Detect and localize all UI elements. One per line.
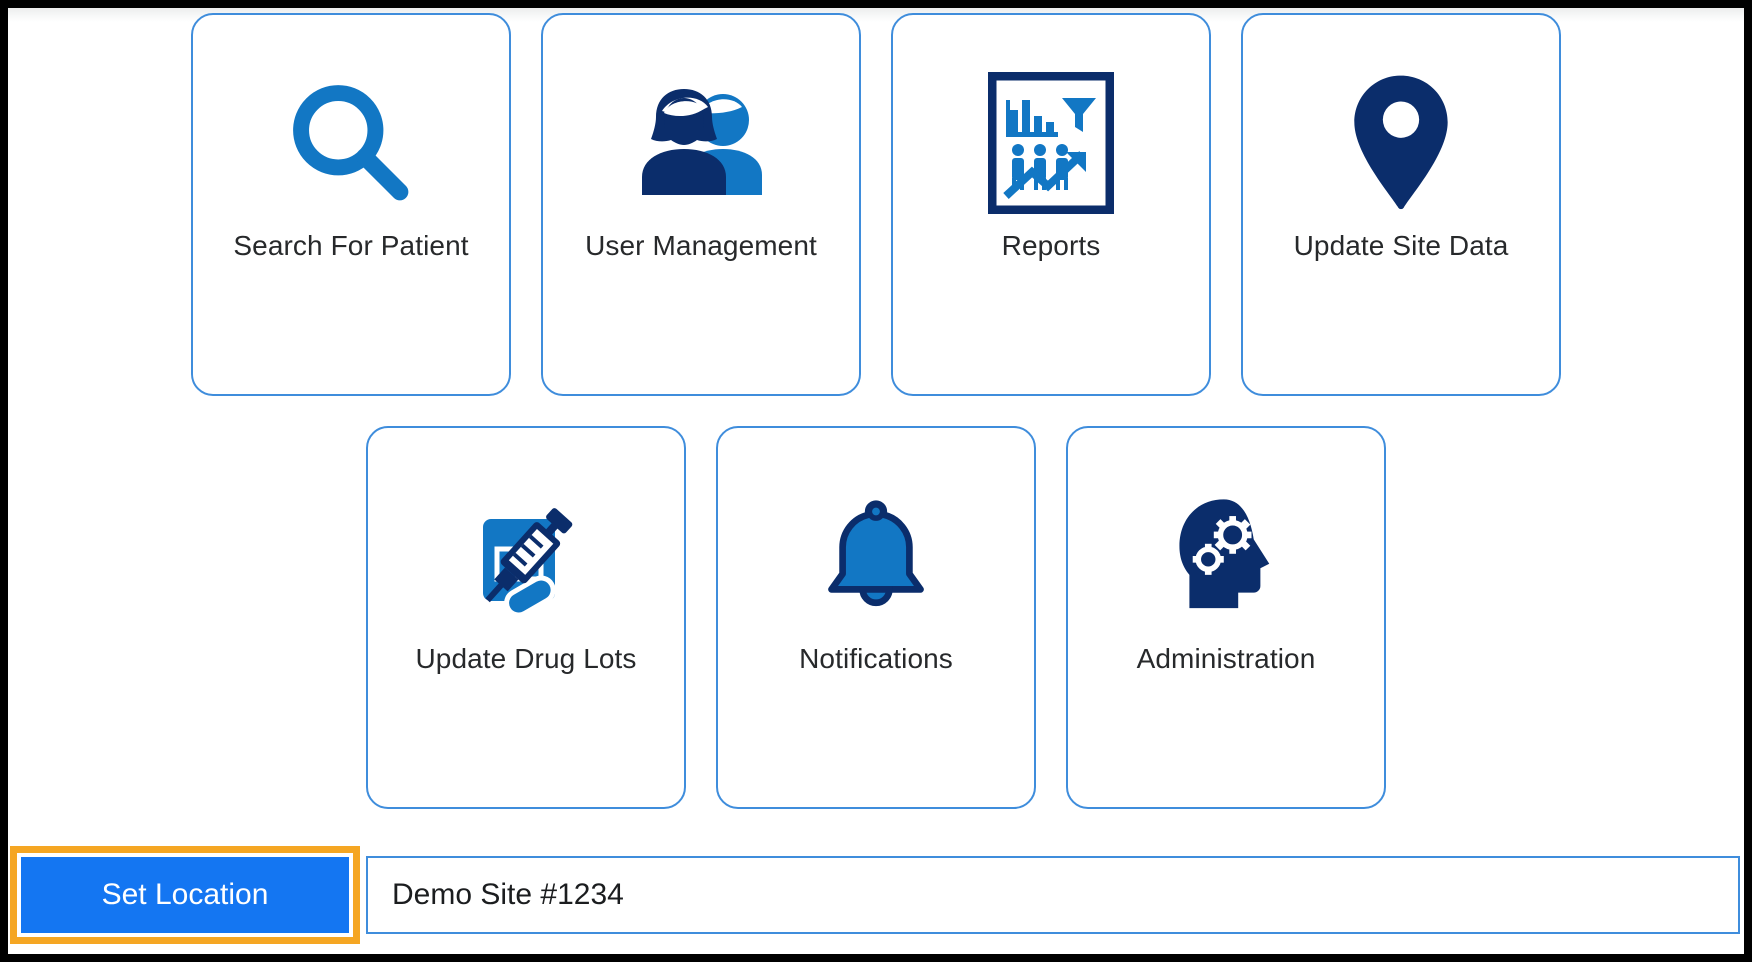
application-frame: Search For Patient (8, 8, 1744, 954)
tile-notifications[interactable]: Notifications (716, 426, 1036, 809)
tile-row-1: Search For Patient (8, 13, 1744, 396)
tile-user-management[interactable]: User Management (541, 13, 861, 396)
report-document-icon (988, 55, 1114, 230)
tile-label-notifications: Notifications (799, 643, 953, 674)
tile-label-update-site-data: Update Site Data (1293, 230, 1509, 261)
tile-update-drug-lots[interactable]: Update Drug Lots (366, 426, 686, 809)
tile-label-user-management: User Management (585, 230, 817, 261)
location-bar: Set Location (8, 836, 1744, 954)
magnifier-icon (283, 55, 419, 230)
tile-search-for-patient[interactable]: Search For Patient (191, 13, 511, 396)
vial-syringe-icon (463, 468, 589, 643)
two-users-icon (626, 55, 776, 230)
tile-label-reports: Reports (1001, 230, 1101, 261)
site-name-input[interactable] (366, 856, 1740, 934)
tile-update-site-data[interactable]: Update Site Data (1241, 13, 1561, 396)
tile-administration[interactable]: Administration (1066, 426, 1386, 809)
tile-label-update-drug-lots: Update Drug Lots (415, 643, 637, 674)
tile-reports[interactable]: Reports (891, 13, 1211, 396)
map-pin-icon (1349, 55, 1453, 230)
head-gears-icon (1170, 468, 1282, 643)
tile-label-administration: Administration (1136, 643, 1316, 674)
tile-label-search-for-patient: Search For Patient (233, 230, 469, 261)
set-location-button[interactable]: Set Location (21, 857, 349, 933)
tile-row-2: Update Drug Lots Notifications (8, 426, 1744, 809)
tile-grid: Search For Patient (8, 8, 1744, 828)
bell-icon (820, 468, 932, 643)
set-location-highlight: Set Location (10, 846, 360, 944)
